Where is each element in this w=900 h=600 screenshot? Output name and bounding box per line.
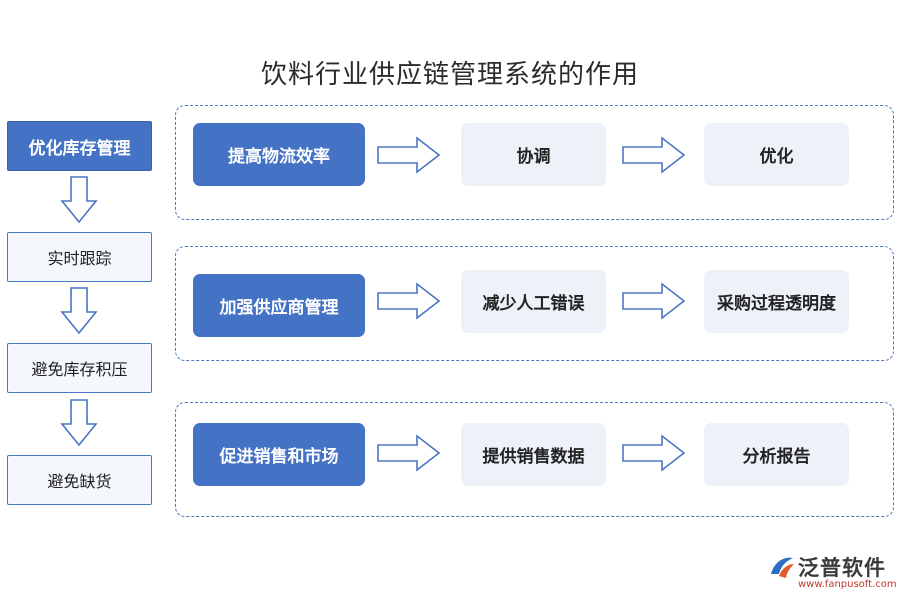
- right-arrow-icon: [377, 136, 441, 174]
- side-step-2: 实时跟踪: [7, 232, 152, 282]
- down-arrow-icon: [60, 176, 98, 224]
- group-2-step-1: 减少人工错误: [461, 270, 606, 333]
- right-arrow-icon: [377, 282, 441, 320]
- logo-url: www.fanpusoft.com: [798, 579, 897, 590]
- company-logo: 泛普软件 www.fanpusoft.com: [768, 552, 897, 596]
- down-arrow-icon: [60, 287, 98, 335]
- group-container-3: [175, 402, 894, 517]
- diagram-title: 饮料行业供应链管理系统的作用: [260, 60, 639, 90]
- group-3-main: 促进销售和市场: [193, 423, 365, 486]
- logo-mark-icon: [771, 557, 794, 578]
- group-1-main: 提高物流效率: [193, 123, 365, 186]
- down-arrow-icon: [60, 399, 98, 447]
- group-2-main: 加强供应商管理: [193, 274, 365, 337]
- side-step-1: 优化库存管理: [7, 121, 152, 171]
- side-step-3: 避免库存积压: [7, 343, 152, 393]
- side-step-4: 避免缺货: [7, 455, 152, 505]
- right-arrow-icon: [622, 434, 686, 472]
- group-container-1: [175, 105, 894, 220]
- right-arrow-icon: [377, 434, 441, 472]
- group-3-step-2: 分析报告: [704, 423, 849, 486]
- group-1-step-2: 优化: [704, 123, 849, 186]
- group-2-step-2: 采购过程透明度: [704, 270, 849, 333]
- logo-name: 泛普软件: [798, 556, 886, 580]
- right-arrow-icon: [622, 282, 686, 320]
- group-3-step-1: 提供销售数据: [461, 423, 606, 486]
- group-container-2: [175, 246, 894, 361]
- right-arrow-icon: [622, 136, 686, 174]
- group-1-step-1: 协调: [461, 123, 606, 186]
